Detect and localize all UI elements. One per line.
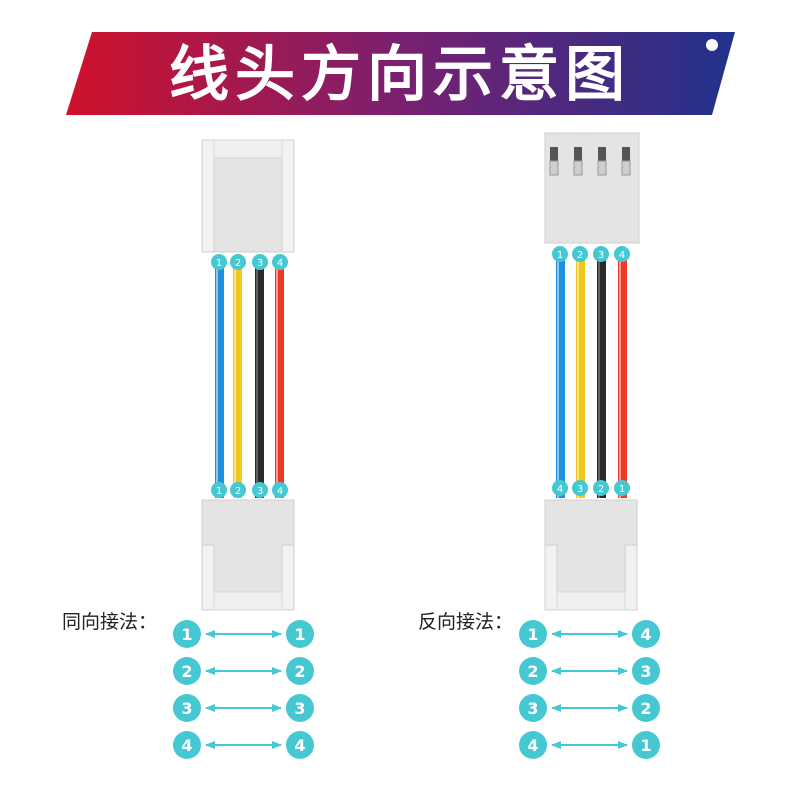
pair-left-number: 1 (181, 625, 192, 644)
pair-right-number: 4 (640, 625, 651, 644)
wire-yellow (233, 262, 242, 498)
right-top-connector (544, 132, 640, 244)
badge-number: 4 (277, 486, 283, 497)
pair-right-number: 2 (294, 662, 305, 681)
wire-yellow (576, 252, 585, 498)
badge-number: 1 (216, 258, 222, 269)
left-top-connector (201, 139, 295, 253)
left-wires (215, 262, 284, 498)
badge-number: 3 (257, 258, 263, 269)
left-top-badges: 1 2 3 4 (211, 254, 288, 270)
pair-row: 1 4 (519, 620, 660, 648)
left-cable: 1 2 3 4 1 2 3 4 (201, 139, 295, 611)
badge-number: 2 (577, 250, 583, 261)
badge-number: 3 (577, 484, 583, 495)
left-bottom-badges: 1 2 3 4 (211, 482, 288, 498)
reverse-direction-pairs: 1 4 2 3 3 2 4 1 (519, 620, 660, 759)
pair-right-number: 1 (640, 736, 651, 755)
wire-blue (556, 252, 565, 498)
badge-number: 1 (619, 484, 625, 495)
badge-number: 1 (216, 486, 222, 497)
pair-left-number: 3 (527, 699, 538, 718)
banner-dot (706, 39, 718, 51)
wire-black (597, 252, 606, 498)
badge-number: 2 (235, 486, 241, 497)
pair-row: 4 4 (173, 731, 314, 759)
right-cable: 1 2 3 4 4 3 2 1 (544, 132, 640, 611)
wire-blue (215, 262, 224, 498)
pair-left-number: 2 (181, 662, 192, 681)
pair-left-number: 4 (181, 736, 192, 755)
badge-number: 2 (235, 258, 241, 269)
right-bottom-badges: 4 3 2 1 (552, 480, 630, 496)
pair-right-number: 4 (294, 736, 305, 755)
pair-left-number: 1 (527, 625, 538, 644)
pair-row: 2 3 (519, 657, 660, 685)
pair-left-number: 3 (181, 699, 192, 718)
left-bottom-connector (201, 499, 295, 611)
badge-number: 3 (598, 250, 604, 261)
same-direction-label: 同向接法： (62, 611, 158, 633)
badge-number: 2 (598, 484, 604, 495)
pair-left-number: 2 (527, 662, 538, 681)
wire-red (618, 252, 627, 498)
right-top-badges: 1 2 3 4 (552, 246, 630, 262)
badge-number: 4 (277, 258, 283, 269)
badge-number: 1 (557, 250, 563, 261)
pair-row: 4 1 (519, 731, 660, 759)
badge-number: 3 (257, 486, 263, 497)
pair-row: 3 3 (173, 694, 314, 722)
pair-right-number: 2 (640, 699, 651, 718)
title-banner (66, 32, 735, 115)
pair-row: 3 2 (519, 694, 660, 722)
badge-number: 4 (619, 250, 625, 261)
pair-right-number: 3 (294, 699, 305, 718)
right-bottom-connector (544, 499, 638, 611)
wire-black (255, 262, 264, 498)
pair-left-number: 4 (527, 736, 538, 755)
pair-row: 2 2 (173, 657, 314, 685)
page-title: 线头方向示意图 (169, 40, 631, 110)
banner-shape (66, 32, 735, 115)
pair-row: 1 1 (173, 620, 314, 648)
pair-right-number: 1 (294, 625, 305, 644)
right-wires (556, 252, 627, 498)
same-direction-pairs: 1 1 2 2 3 3 4 4 (173, 620, 314, 759)
wire-red (275, 262, 284, 498)
reverse-direction-label: 反向接法： (418, 611, 514, 633)
pair-right-number: 3 (640, 662, 651, 681)
badge-number: 4 (557, 484, 563, 495)
